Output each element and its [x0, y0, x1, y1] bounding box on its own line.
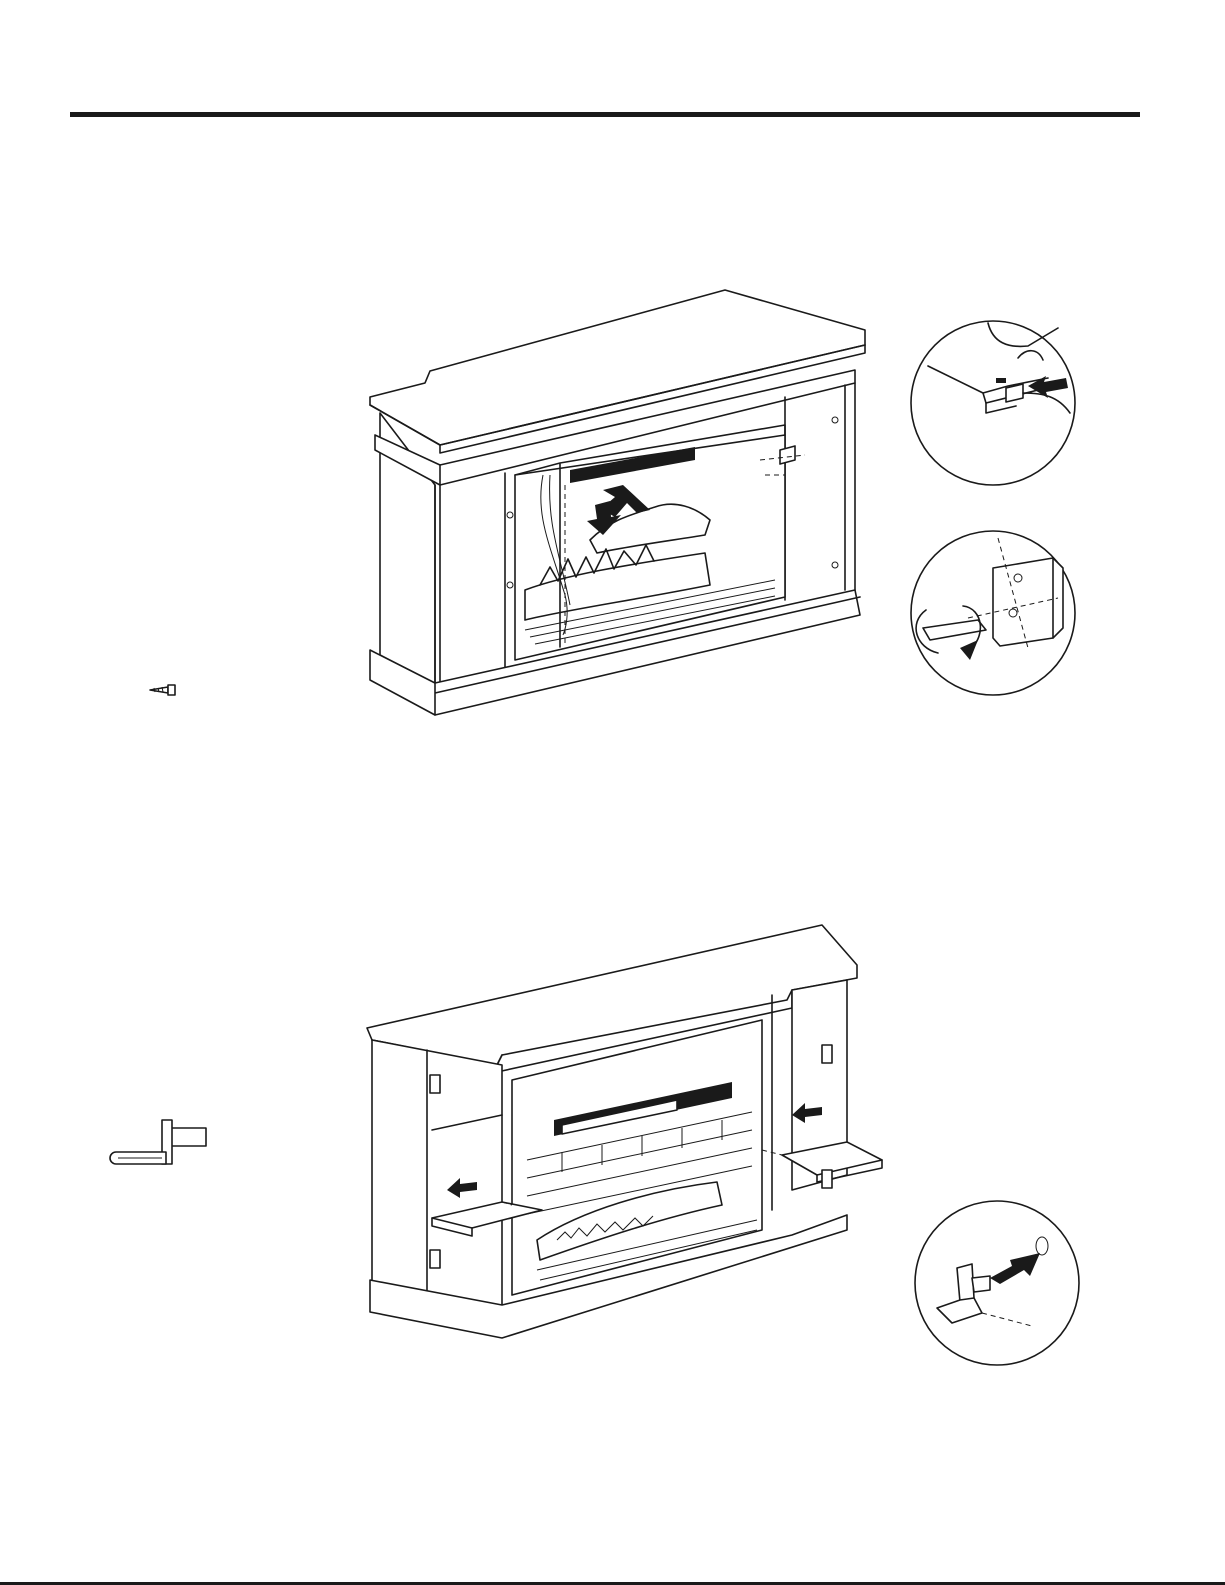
- mantel-firebox-insert-illustration: [365, 285, 880, 720]
- plug-connection-callout: [908, 318, 1078, 488]
- screw-icon: [148, 683, 178, 697]
- header-rule: [70, 112, 1140, 117]
- mantel-shelves-illustration: [362, 920, 882, 1340]
- shelf-pin-icon: [110, 1118, 210, 1166]
- screw-fastening-callout: [908, 528, 1078, 698]
- shelf-pin-callout: [912, 1198, 1082, 1368]
